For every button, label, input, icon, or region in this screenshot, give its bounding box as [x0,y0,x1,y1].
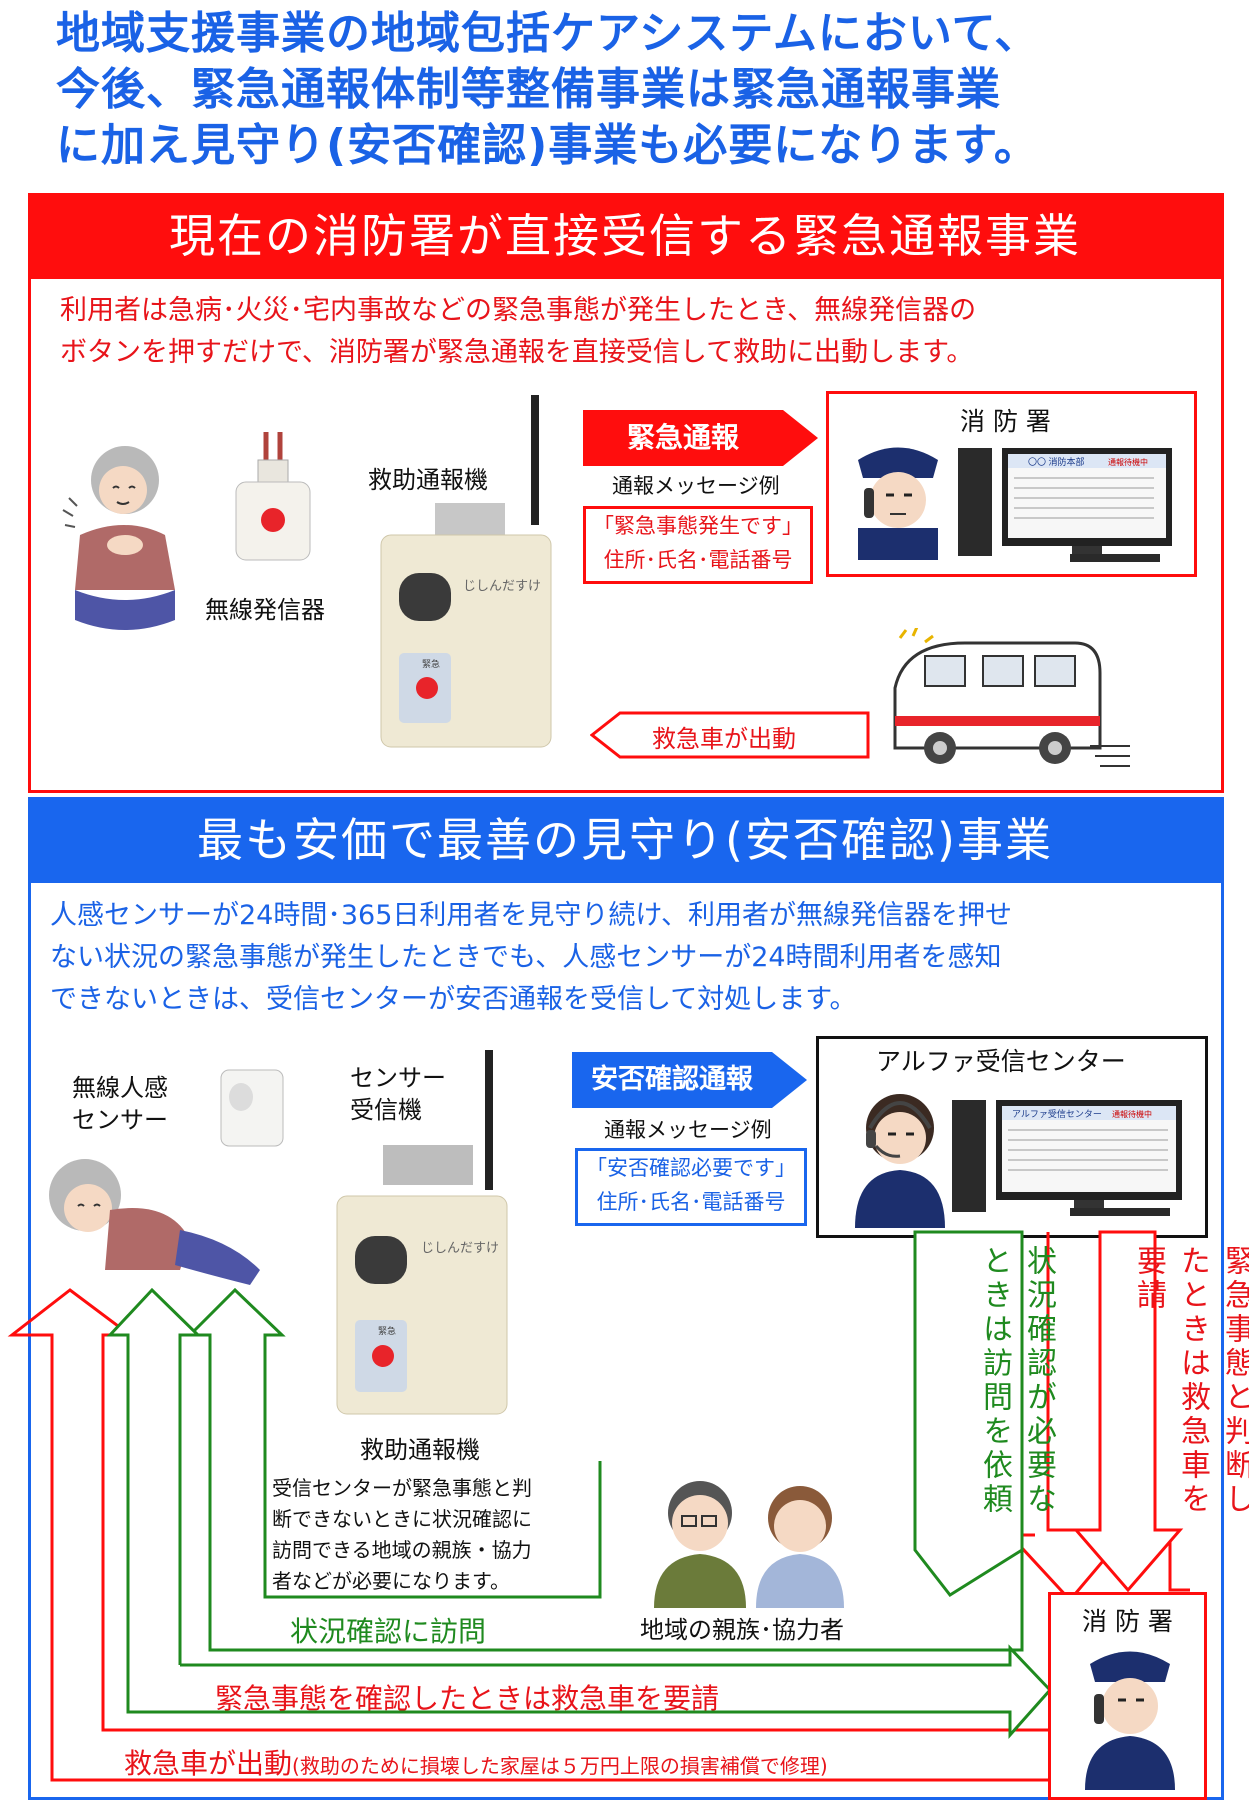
unit-brand-2: じしんだすけ [421,1240,499,1255]
message-example-box-2: 「安否確認必要です」 住所･氏名･電話番号 [575,1148,807,1226]
receiving-center-label: アルファ受信センター [876,1047,1126,1076]
headline-line-2: 今後、緊急通報体制等整備事業は緊急通報事業 [56,64,1001,115]
transmitter-label: 無線発信器 [205,596,325,624]
sensor-label-line-2: センサー [72,1106,168,1134]
message-example-label-2: 通報メッセージ例 [604,1118,772,1142]
ambulance-dispatch-arrow [590,711,870,759]
receiving-center-computer: アルファ受信センター 通報待機中 [952,1100,1182,1216]
footer-ambulance-note: (救助のために損壊した家屋は５万円上限の損害補償で修理) [292,1754,828,1778]
rescue-unit-label-2: 救助通報機 [360,1436,480,1464]
motion-sensor-device [220,1069,284,1147]
monitor-status-1: 通報待機中 [1108,457,1148,467]
message-2-line-1: 「安否確認必要です」 [586,1156,796,1180]
elderly-woman-illustration [62,446,175,630]
note-line-3: 訪問できる地域の親族・協力 [272,1538,532,1562]
note-line-4: 者などが必要になります。 [272,1569,510,1593]
section1-panel [28,193,1224,793]
rescue-unit-device-2: じしんだすけ 緊急 [336,1050,508,1415]
unit-button-label-2: 緊急 [378,1325,396,1336]
emergency-report-arrow [583,410,818,466]
fire-station-computer: 〇〇 消防本部 通報待機中 [958,448,1172,562]
visit-label: 状況確認に訪問 [290,1615,487,1648]
headline: 地域支援事業の地域包括ケアシステムにおいて、 今後、緊急通報体制等整備事業は緊急… [56,6,1236,174]
headline-line-1: 地域支援事業の地域包括ケアシステムにおいて、 [56,8,1040,59]
note-line-1: 受信センターが緊急事態と判 [272,1476,532,1500]
family-members-illustration [654,1481,844,1608]
monitor-title-2: アルファ受信センター [1012,1108,1102,1119]
message-2-line-2: 住所･氏名･電話番号 [596,1190,786,1214]
section1-desc-line-1: 利用者は急病･火災･宅内事故などの緊急事態が発生したとき、無線発信器の [60,295,977,326]
message-example-label-1: 通報メッセージ例 [612,474,780,498]
emergency-report-arrow-label: 緊急通報 [626,421,739,454]
message-1-line-2: 住所･氏名･電話番号 [603,548,793,572]
red-vertical-text: 緊急事態と判断したときは救急車を要請 [1131,1245,1249,1517]
rescue-unit-device-1: じしんだすけ 緊急 [380,395,552,748]
fire-station-label-1: 消 防 署 [960,407,1051,436]
headline-line-3: に加え見守り(安否確認)事業も必要になります。 [56,120,1039,171]
section2-desc-line-2: ない状況の緊急事態が発生したときでも、人感センサーが24時間利用者を感知 [50,942,1002,973]
call-center-operator-icon [855,1094,945,1228]
footer-ambulance-label: 救急車が出動 [124,1747,293,1780]
safety-check-arrow [572,1052,807,1108]
unit-brand-1: じしんだすけ [463,578,541,593]
monitor-status-2: 通報待機中 [1112,1109,1152,1119]
fire-station-label-2: 消 防 署 [1082,1607,1173,1636]
rescue-unit-label-1: 救助通報機 [368,466,488,494]
wireless-transmitter-device [235,432,311,561]
section1-desc-line-2: ボタンを押すだけで、消防署が緊急通報を直接受信して救助に出動します。 [60,337,974,368]
ambulance-illustration [893,628,1130,767]
support-note: 受信センターが緊急事態と判 断できないときに状況確認に 訪問できる地域の親族・協… [272,1473,602,1597]
unit-button-label-1: 緊急 [422,658,440,669]
firefighter-operator-icon-2 [1085,1651,1175,1790]
section2-desc-line-3: できないときは、受信センターが安否通報を受信して対処します。 [50,984,857,1015]
family-label: 地域の親族･協力者 [640,1616,844,1644]
monitor-title-1: 〇〇 消防本部 [1028,456,1085,467]
receiver-label-line-2: 受信機 [350,1096,422,1124]
message-example-box-1: 「緊急事態発生です」 住所･氏名･電話番号 [583,506,813,584]
safety-check-arrow-label: 安否確認通報 [591,1064,753,1095]
section2-description: 人感センサーが24時間･365日利用者を見守り続け、利用者が無線発信器を押せ な… [50,895,1210,1021]
section1-title: 現在の消防署が直接受信する緊急通報事業 [28,193,1222,279]
collapsed-elderly-woman-illustration [49,1159,260,1285]
ambulance-dispatch-label: 救急車が出動 [652,725,796,753]
green-vertical-text: 状況確認が必要なときは訪問を依頼 [977,1245,1056,1517]
firefighter-operator-icon [858,447,938,560]
section1-description: 利用者は急病･火災･宅内事故などの緊急事態が発生したとき、無線発信器の ボタンを… [60,290,1200,374]
wireless-sensor-label: 無線人感 センサー [72,1072,168,1136]
receiver-label-line-1: センサー [350,1064,446,1092]
note-line-2: 断できないときに状況確認に [272,1507,532,1531]
ambulance-dispatch-footer: 救急車が出動(救助のために損壊した家屋は５万円上限の損害補償で修理) [124,1742,828,1782]
section2-desc-line-1: 人感センサーが24時間･365日利用者を見守り続け、利用者が無線発信器を押せ [50,900,1013,931]
request-ambulance-label: 緊急事態を確認したときは救急車を要請 [215,1682,720,1715]
message-1-line-1: 「緊急事態発生です」 [593,514,803,538]
section2-title: 最も安価で最善の見守り(安否確認)事業 [28,797,1222,883]
sensor-label-line-1: 無線人感 [72,1074,168,1102]
sensor-receiver-label: センサー 受信機 [350,1062,446,1126]
